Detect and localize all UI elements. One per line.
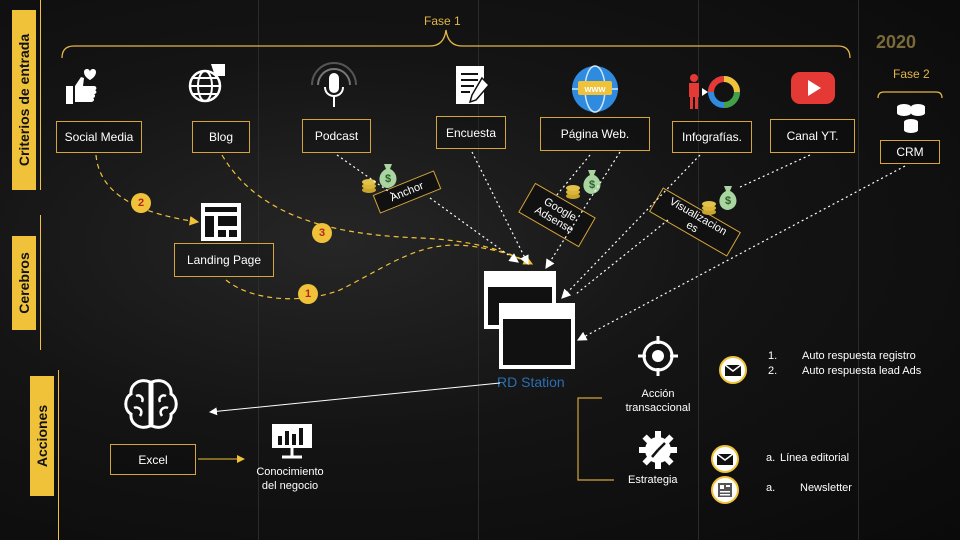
presentation-chart-icon — [272, 424, 312, 459]
brain-icon — [124, 379, 178, 429]
action-transaccional: Acción transaccional — [625, 388, 691, 414]
auto-list-item: Auto respuesta lead Ads — [802, 365, 922, 377]
source-label: Canal YT. — [786, 129, 839, 143]
strategy-list-item: Newsletter — [800, 482, 852, 494]
survey-clipboard-icon — [456, 66, 491, 104]
rd-station-window-front — [499, 303, 575, 369]
money-bag-icon: $ — [702, 186, 737, 215]
source-infografias: Infografías. — [672, 121, 752, 153]
source-pagina-web: Página Web. — [540, 117, 650, 151]
source-crm: CRM — [880, 140, 940, 164]
newsletter-icon — [711, 476, 739, 504]
grid-line — [858, 0, 859, 540]
section-separator — [40, 215, 41, 350]
email-icon — [719, 356, 747, 384]
source-encuesta: Encuesta — [436, 116, 506, 149]
svg-text:$: $ — [725, 195, 731, 207]
flow-visualizaciones-to-rd — [575, 219, 669, 295]
source-label: Social Media — [64, 130, 134, 144]
source-podcast: Podcast — [302, 119, 371, 153]
target-icon — [638, 336, 678, 376]
source-blog: Blog — [192, 121, 250, 153]
source-label: Encuesta — [445, 125, 497, 140]
strategy-list-marker: a. — [766, 482, 776, 494]
flow-yt-to-visualizaciones — [737, 154, 811, 189]
landing-page-icon — [201, 203, 241, 241]
section-criterios: Criterios de entrada — [12, 10, 36, 190]
source-canal-yt: Canal YT. — [770, 119, 855, 153]
grid-line — [258, 0, 259, 540]
svg-text:$: $ — [385, 173, 391, 185]
grid-line — [698, 0, 699, 540]
step-badge-3: 3 — [312, 223, 332, 243]
money-bag-icon: $ — [566, 170, 601, 199]
youtube-icon — [791, 72, 835, 104]
source-label: Podcast — [314, 129, 359, 143]
infographic-icon — [689, 74, 740, 109]
thumbs-up-heart-icon — [66, 69, 97, 104]
flow-landing-to-rd — [225, 244, 527, 300]
landing-page-box: Landing Page — [174, 243, 274, 277]
source-label: Infografías. — [681, 130, 743, 144]
phase2-label: Fase 2 — [893, 67, 930, 81]
section-separator — [40, 0, 41, 190]
source-label: CRM — [896, 145, 924, 159]
flow-social-to-landing — [95, 154, 200, 226]
flow-encuesta-to-rd — [471, 151, 529, 266]
flow-web-to-rd — [545, 151, 621, 270]
action-conocimiento: Conocimiento del negocio — [256, 466, 324, 492]
action-estrategia: Estrategia — [628, 474, 678, 486]
action-excel: Excel — [110, 444, 196, 475]
svg-text:$: $ — [589, 179, 595, 191]
year-label: 2020 — [876, 32, 917, 52]
rd-station-label: RD Station — [497, 374, 565, 390]
landing-page-label: Landing Page — [186, 253, 262, 267]
database-icon — [897, 104, 925, 133]
section-cerebros: Cerebros — [12, 236, 36, 330]
flow-infografias-to-rd — [561, 154, 701, 299]
section-separator — [58, 370, 59, 540]
flow-anchor-to-rd — [429, 197, 519, 263]
phase1-brace — [61, 29, 851, 59]
action-label: Excel — [138, 452, 168, 467]
step-badge-1: 1 — [298, 284, 318, 304]
email-icon — [711, 445, 739, 473]
source-social-media: Social Media — [56, 121, 142, 153]
step-badge-2: 2 — [131, 193, 151, 213]
flow-rd-to-brain — [209, 382, 501, 416]
source-label: Página Web. — [560, 127, 630, 141]
strategy-list-marker: a. — [766, 452, 776, 464]
section-acciones: Acciones — [30, 376, 54, 496]
source-label: Blog — [208, 130, 234, 144]
action-bracket — [577, 397, 614, 481]
flow-web-to-adsense — [555, 154, 591, 197]
flow-blog-to-rd — [221, 154, 534, 265]
grid-line — [478, 0, 479, 540]
phase2-brace — [877, 91, 943, 99]
svg-text:www: www — [583, 84, 606, 94]
auto-list-item: Auto respuesta registro — [802, 350, 916, 362]
strategy-list-item: Línea editorial — [780, 452, 850, 464]
flow-podcast-to-anchor — [336, 154, 399, 199]
phase1-label: Fase 1 — [424, 14, 461, 28]
auto-list-marker: 2. — [768, 365, 778, 377]
flow-crm-to-rd — [576, 165, 906, 341]
podcast-microphone-icon — [311, 62, 357, 107]
auto-list-marker: 1. — [768, 350, 778, 362]
www-globe-icon: www — [572, 65, 618, 113]
globe-tag-icon — [188, 64, 225, 103]
gear-icon — [639, 431, 677, 469]
money-bag-icon: $ — [362, 164, 397, 193]
